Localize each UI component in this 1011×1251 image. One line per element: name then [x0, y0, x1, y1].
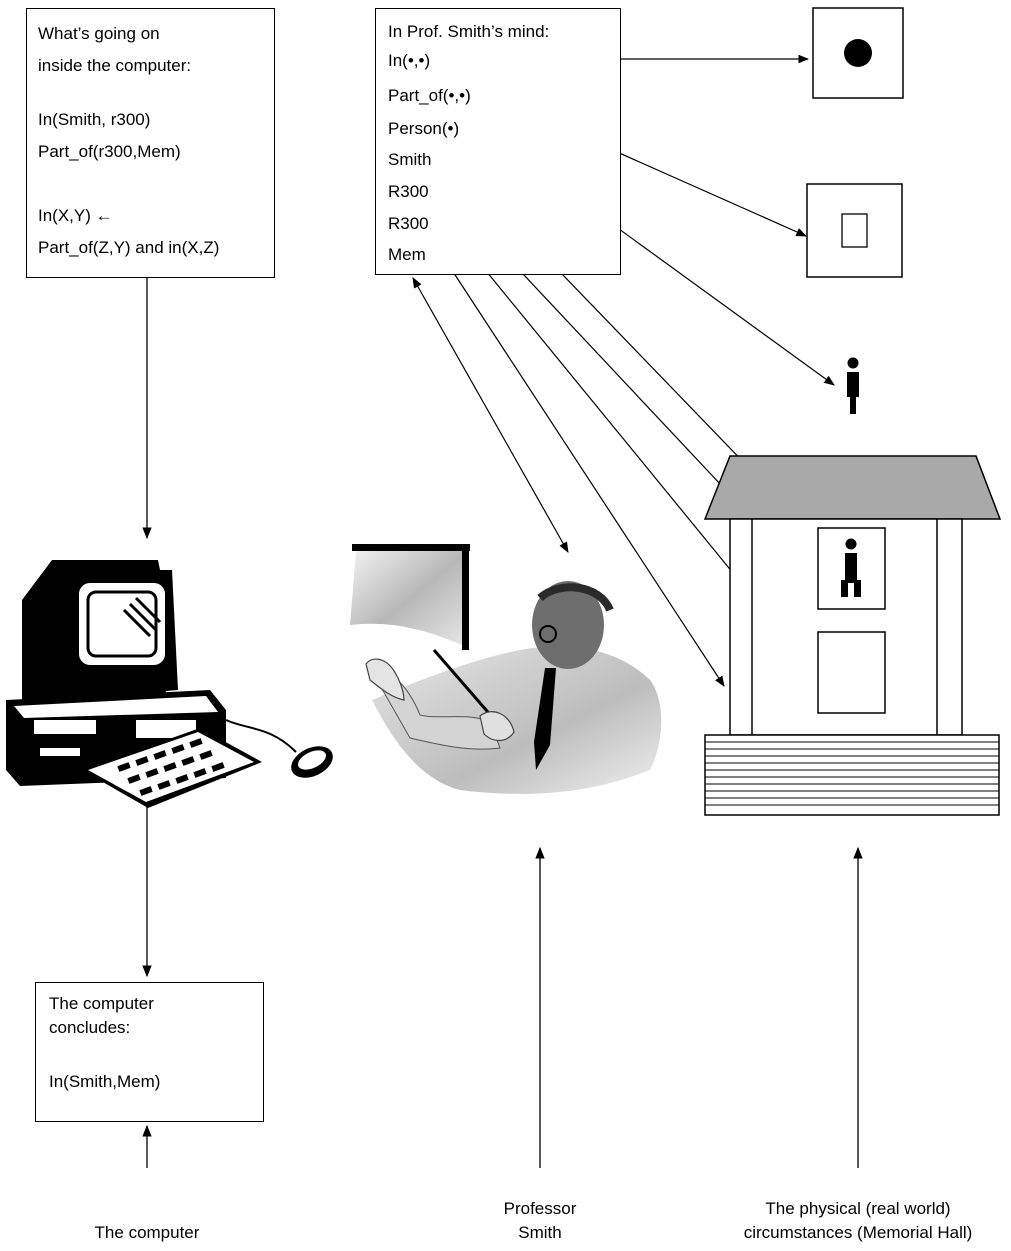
caption-computer: The computer	[94, 1223, 200, 1242]
professor-icon	[350, 544, 662, 794]
mind-item-in: In(•,•)	[388, 51, 431, 70]
computer-box-line-5: In(X,Y) ←	[38, 206, 113, 225]
mind-item-person: Person(•)	[388, 119, 460, 138]
building-icon	[703, 455, 1002, 816]
mind-box-title: In Prof. Smith’s mind:	[388, 22, 550, 41]
mind-item-r300-b: R300	[388, 214, 429, 233]
conclusion-line-3: In(Smith,Mem)	[49, 1072, 161, 1091]
person-icon	[847, 357, 859, 414]
conclusion-box	[35, 982, 264, 1122]
computer-box-line-1: What’s going on	[38, 24, 160, 43]
mind-item-smith: Smith	[388, 150, 432, 169]
mind-item-mem: Mem	[388, 245, 426, 264]
computer-box-line-4: Part_of(r300,Mem)	[38, 142, 181, 161]
arrow-mind-to-professor	[412, 277, 569, 553]
computer-state-box	[26, 8, 275, 278]
conclusion-line-1: The computer	[49, 994, 154, 1013]
caption-physical-line-1: The physical (real world)	[765, 1199, 951, 1218]
caption-professor-line-1: Professor	[503, 1199, 577, 1218]
computer-box-line-2: inside the computer:	[38, 56, 192, 75]
mind-item-r300-a: R300	[388, 182, 429, 201]
caption-professor-line-2: Smith	[518, 1223, 562, 1242]
building-person-icon	[841, 538, 861, 597]
dot-symbol	[844, 39, 872, 67]
caption-physical-line-2: circumstances (Memorial Hall)	[743, 1223, 973, 1242]
computer-box-line-3: In(Smith, r300)	[38, 110, 151, 129]
computer-box-line-6: Part_of(Z,Y) and in(X,Z)	[38, 238, 220, 257]
conclusion-line-2: concludes:	[49, 1018, 131, 1037]
mind-item-part-of: Part_of(•,•)	[388, 86, 471, 105]
computer-icon	[6, 560, 333, 808]
mind-box	[375, 8, 621, 275]
inner-square-symbol	[841, 213, 868, 248]
